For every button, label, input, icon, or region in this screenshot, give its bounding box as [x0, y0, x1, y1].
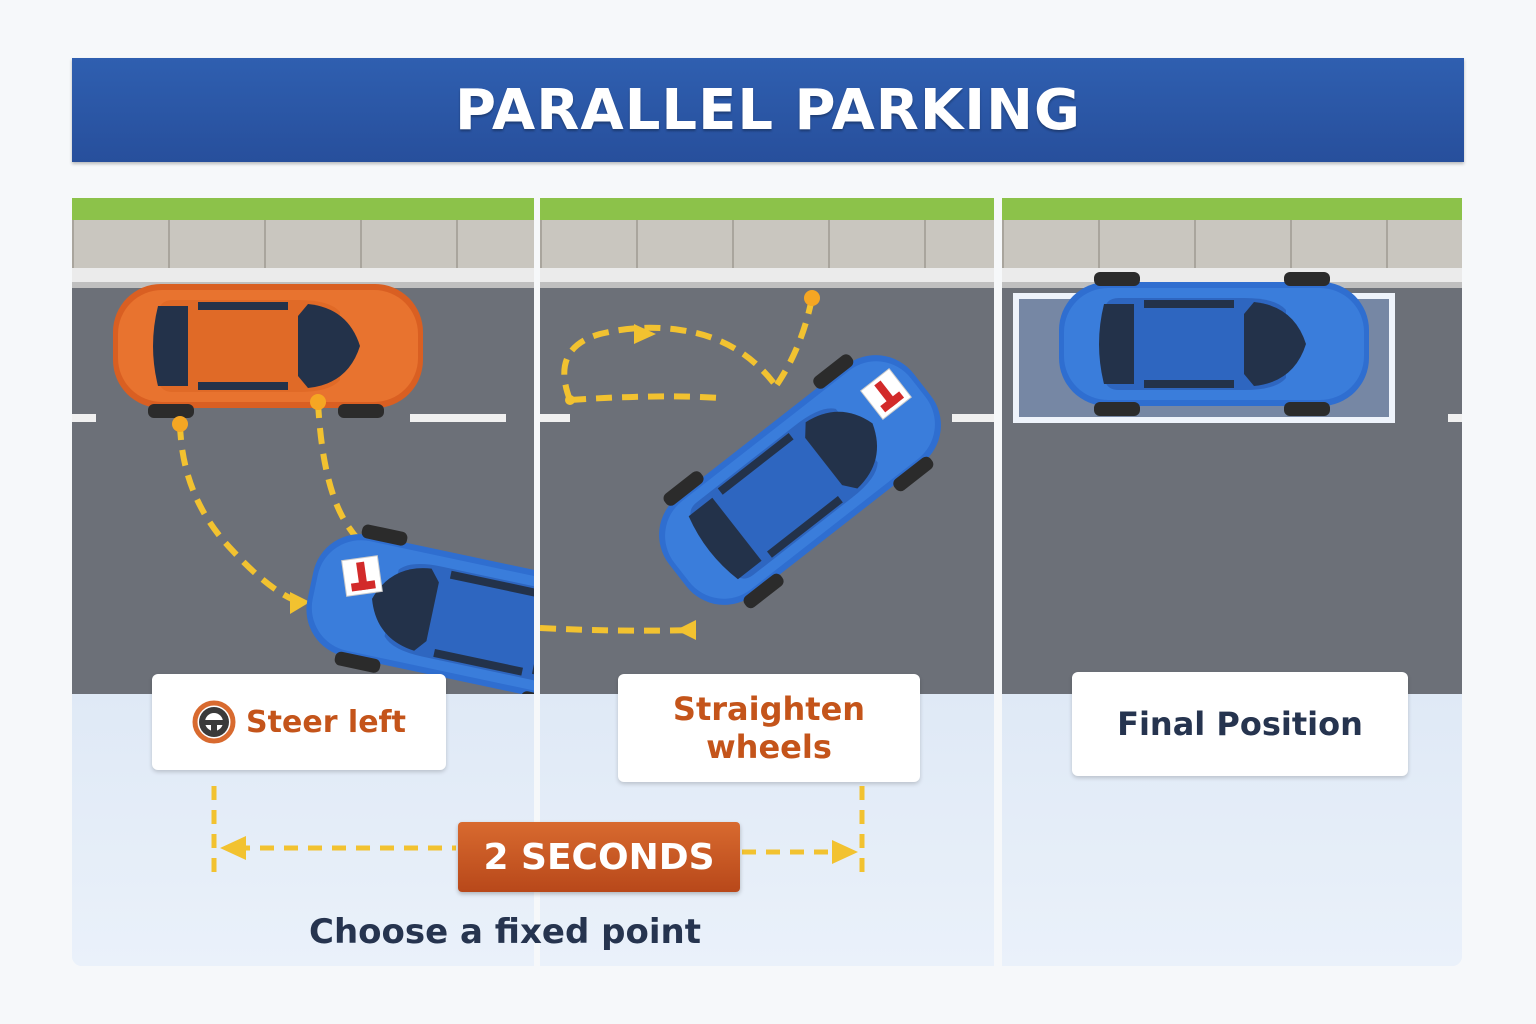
- final-position-label: Final Position: [1117, 705, 1363, 743]
- timing-badge-text: 2 SECONDS: [483, 837, 714, 878]
- steering-wheel-icon: [192, 700, 236, 744]
- page-title: PARALLEL PARKING: [455, 78, 1081, 143]
- step-label-straighten: Straighten wheels: [618, 674, 920, 782]
- straighten-label-line1: Straighten: [673, 690, 865, 728]
- straighten-label-line2: wheels: [706, 728, 832, 766]
- steer-left-label: Steer left: [246, 705, 406, 740]
- road-scene-1: [72, 198, 534, 694]
- timing-badge: 2 SECONDS: [458, 822, 740, 892]
- parked-orange-car: [113, 284, 423, 418]
- road-scene-2: [540, 198, 994, 694]
- title-banner: PARALLEL PARKING: [72, 58, 1464, 162]
- step-label-steer-left: Steer left: [152, 674, 446, 770]
- road-scene-3: [1002, 198, 1462, 694]
- fixed-point-caption: Choose a fixed point: [300, 908, 710, 956]
- parked-blue-car: [1059, 272, 1369, 416]
- step-label-final: Final Position: [1072, 672, 1408, 776]
- step-panel-final: Final Position: [1002, 198, 1462, 966]
